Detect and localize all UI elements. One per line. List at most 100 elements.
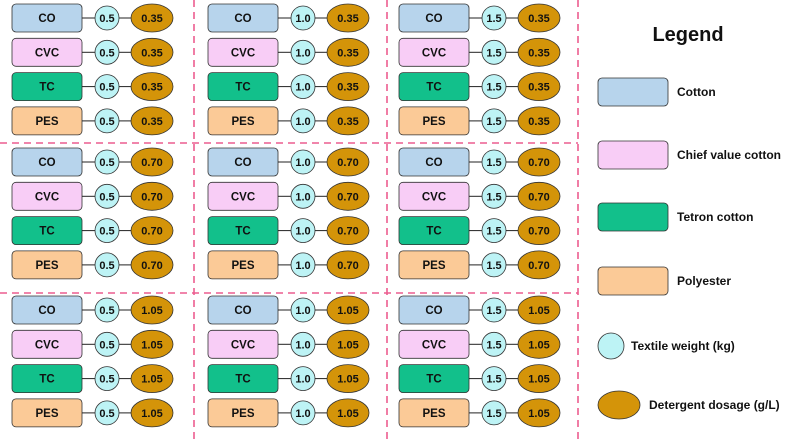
- dosage-ellipse: [326, 181, 370, 211]
- dosage-label: 0.35: [337, 13, 358, 25]
- dosage-ellipse: [326, 364, 370, 394]
- dosage-label: 1.05: [337, 305, 358, 317]
- legend-swatch: [597, 266, 669, 296]
- dosage-label: 0.70: [337, 191, 358, 203]
- weight-label: 0.5: [99, 116, 114, 128]
- fabric-label: CVC: [231, 339, 255, 351]
- fabric-row: PES 0.5 0.35: [11, 106, 174, 136]
- dosage-ellipse: [130, 106, 174, 136]
- dosage-ellipse: [517, 147, 561, 177]
- fabric-label: PES: [231, 116, 254, 128]
- dosage-label: 0.70: [528, 226, 549, 238]
- fabric-label: PES: [35, 116, 58, 128]
- dosage-label: 1.05: [528, 374, 549, 386]
- dosage-ellipse: [517, 37, 561, 67]
- weight-label: 1.0: [295, 116, 310, 128]
- fabric-label: CO: [38, 305, 55, 317]
- dosage-label: 1.05: [141, 339, 162, 351]
- dosage-label: 0.35: [337, 82, 358, 94]
- weight-label: 0.5: [99, 260, 114, 272]
- fabric-label: TC: [39, 82, 54, 94]
- dosage-ellipse: [130, 3, 174, 33]
- fabric-label: PES: [35, 408, 58, 420]
- fabric-label: CO: [38, 157, 55, 169]
- fabric-label: TC: [235, 82, 250, 94]
- dosage-label: 0.35: [337, 47, 358, 59]
- legend-item: Detergent dosage (g/L): [597, 390, 780, 420]
- dosage-label: 0.35: [528, 116, 549, 128]
- legend-label: Textile weight (kg): [631, 339, 735, 353]
- fabric-label: TC: [39, 226, 54, 238]
- fabric-label: CVC: [231, 47, 255, 59]
- dosage-label: 1.05: [141, 408, 162, 420]
- dosage-ellipse: [326, 106, 370, 136]
- fabric-row: PES 1.0 0.35: [207, 106, 370, 136]
- dosage-label: 1.05: [528, 305, 549, 317]
- weight-label: 1.0: [295, 191, 310, 203]
- weight-label: 1.5: [486, 157, 501, 169]
- dosage-label: 0.35: [337, 116, 358, 128]
- dosage-label: 0.70: [337, 260, 358, 272]
- weight-label: 0.5: [99, 226, 114, 238]
- legend-label: Polyester: [677, 274, 731, 288]
- dosage-ellipse: [130, 37, 174, 67]
- weight-label: 1.0: [295, 226, 310, 238]
- dosage-ellipse: [326, 329, 370, 359]
- weight-label: 1.0: [295, 305, 310, 317]
- fabric-label: CO: [38, 13, 55, 25]
- dosage-label: 0.70: [528, 191, 549, 203]
- weight-label: 0.5: [99, 408, 114, 420]
- weight-label: 1.5: [486, 339, 501, 351]
- dosage-label: 0.35: [528, 47, 549, 59]
- dosage-label: 0.35: [141, 82, 162, 94]
- weight-label: 0.5: [99, 13, 114, 25]
- dosage-ellipse: [517, 329, 561, 359]
- legend-item: Textile weight (kg): [597, 332, 735, 360]
- fabric-label: TC: [235, 226, 250, 238]
- weight-label: 1.5: [486, 82, 501, 94]
- legend-label: Tetron cotton: [677, 210, 753, 224]
- fabric-label: CVC: [35, 339, 59, 351]
- dosage-ellipse: [130, 398, 174, 428]
- dosage-ellipse: [517, 3, 561, 33]
- dosage-label: 1.05: [528, 408, 549, 420]
- fabric-label: PES: [422, 408, 445, 420]
- fabric-label: TC: [426, 374, 441, 386]
- dosage-ellipse: [326, 250, 370, 280]
- dosage-label: 0.35: [528, 82, 549, 94]
- dosage-label: 0.70: [141, 260, 162, 272]
- dosage-ellipse: [326, 295, 370, 325]
- fabric-label: CO: [425, 305, 442, 317]
- dosage-label: 1.05: [337, 374, 358, 386]
- fabric-row: PES 0.5 1.05: [11, 398, 174, 428]
- weight-label: 1.5: [486, 47, 501, 59]
- dosage-label: 0.70: [337, 157, 358, 169]
- fabric-label: CVC: [35, 47, 59, 59]
- dosage-label: 0.35: [141, 47, 162, 59]
- dosage-label: 0.35: [141, 116, 162, 128]
- legend-item: Tetron cotton: [597, 202, 753, 232]
- dosage-label: 1.05: [528, 339, 549, 351]
- fabric-label: CO: [234, 13, 251, 25]
- dosage-label: 1.05: [337, 339, 358, 351]
- dosage-label: 0.70: [528, 260, 549, 272]
